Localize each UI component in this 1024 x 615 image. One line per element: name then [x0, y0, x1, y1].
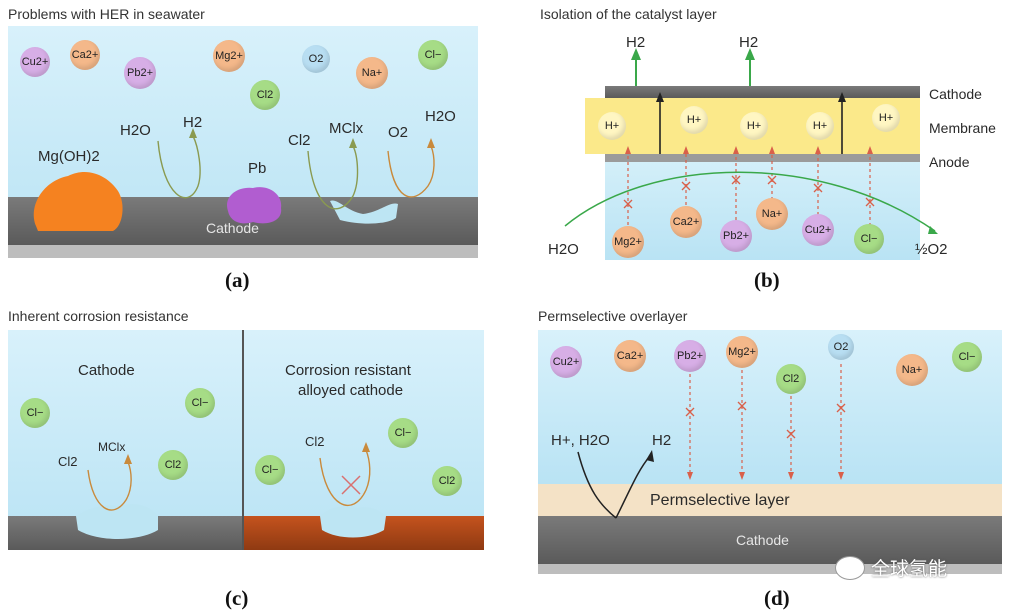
- panel-b-h2-right: H2: [739, 34, 759, 51]
- mgoh2-deposit: [33, 171, 123, 231]
- panel-b-cathode-label: Cathode: [929, 86, 982, 102]
- panel-d-cathode-label: Cathode: [736, 532, 789, 548]
- panel-c-title: Inherent corrosion resistance: [8, 308, 189, 324]
- panel-d-ion-mg: Mg2+: [726, 336, 758, 368]
- panel-d-layer-label: Permselective layer: [650, 492, 790, 509]
- panel-a-graphics: [33, 128, 435, 231]
- o2-h2o-arrow: [387, 145, 435, 198]
- panel-b-ion-ca: Ca2+: [670, 206, 702, 238]
- panel-b-proton-3: H+: [740, 112, 768, 140]
- panel-a-title: Problems with HER in seawater: [8, 6, 205, 22]
- panel-c-left-title: Cathode: [78, 362, 135, 379]
- panel-d-ion-na: Na+: [896, 354, 928, 386]
- panel-a-ion-pb: Pb2+: [124, 57, 156, 89]
- panel-a-ion-cu: Cu2+: [20, 47, 50, 77]
- panel-a-ion-ca: Ca2+: [70, 40, 100, 70]
- panel-a-h2o2-label: H2O: [425, 108, 456, 125]
- panel-d-ion-cl2: Cl2: [776, 364, 806, 394]
- panel-a-ion-mg: Mg2+: [213, 40, 245, 72]
- panel-b-graphics: [564, 48, 938, 234]
- panel-c-ion-cl-3: Cl−: [388, 418, 418, 448]
- panel-d-graphics: [577, 364, 846, 519]
- wechat-icon: [835, 555, 865, 580]
- panel-b-label: (b): [754, 268, 780, 292]
- panel-b-proton-4: H+: [806, 112, 834, 140]
- panel-a-cl2-label: Cl2: [288, 132, 311, 149]
- panel-b-ion-pb: Pb2+: [720, 220, 752, 252]
- panel-a-o2-label: O2: [388, 124, 409, 141]
- panel-a-cathode-base: [8, 245, 478, 258]
- panel-a-ion-cl2: Cl2: [250, 80, 280, 110]
- panel-d-product: H2: [652, 432, 672, 449]
- panel-b-ion-cu: Cu2+: [802, 214, 834, 246]
- panel-c-ion-cl2-left: Cl2: [158, 450, 188, 480]
- panel-a-mclx-label: MClx: [329, 120, 364, 137]
- panel-a-h2o-label: H2O: [120, 122, 151, 139]
- panel-a-mgoh2-label: Mg(OH)2: [38, 148, 100, 165]
- watermark: 全球氢能: [835, 554, 947, 581]
- panel-b-anode-label: Anode: [929, 154, 970, 170]
- panel-b-title: Isolation of the catalyst layer: [540, 6, 717, 22]
- panel-d-ion-cu: Cu2+: [550, 346, 582, 378]
- panel-c-ion-cl-1: Cl−: [20, 398, 50, 428]
- panel-a-ion-o2: O2: [302, 45, 330, 73]
- panel-c-ion-cl-4: Cl−: [255, 455, 285, 485]
- panel-b-h2o-label: H2O: [548, 241, 579, 258]
- panel-d-ion-ca: Ca2+: [614, 340, 646, 372]
- panel-c-right-title-1: Corrosion resistant: [285, 362, 411, 379]
- panel-c-ion-cl2-right: Cl2: [432, 466, 462, 496]
- panel-d-cathode: [538, 516, 1002, 564]
- panel-b-anode: [605, 154, 920, 162]
- h2o-h2-arrow: [157, 135, 201, 199]
- panel-a-pb-label: Pb: [248, 160, 267, 177]
- panel-d-label: (d): [764, 586, 790, 610]
- panel-b-ion-mg: Mg2+: [612, 226, 644, 258]
- panel-c-cl2-left: Cl2: [58, 454, 78, 469]
- panel-d-ion-o2: O2: [828, 334, 854, 360]
- panel-d-ion-cl: Cl−: [952, 342, 982, 372]
- panel-d-cathode-base: [538, 564, 1002, 574]
- panel-b-proton-1: H+: [598, 112, 626, 140]
- panel-c-graphics: [76, 442, 386, 539]
- pb-deposit: [227, 187, 282, 224]
- panel-c-cl2-right: Cl2: [305, 434, 325, 449]
- panel-a-ion-cl: Cl−: [418, 40, 448, 70]
- panel-c-right-title-2: alloyed cathode: [298, 382, 404, 399]
- panel-b-h2-left: H2: [626, 34, 646, 51]
- panel-d-reactant: H+, H2O: [551, 432, 610, 449]
- panel-a-cathode-label: Cathode: [206, 220, 259, 236]
- panel-b-ion-na: Na+: [756, 198, 788, 230]
- cl2-mclx-arrow: [307, 145, 359, 210]
- panel-b-membrane-label: Membrane: [929, 120, 996, 136]
- panel-b-o2-label: ½O2: [915, 241, 948, 258]
- panel-b-proton-5: H+: [872, 104, 900, 132]
- watermark-text: 全球氢能: [871, 559, 948, 580]
- panel-c-ion-cl-2: Cl−: [185, 388, 215, 418]
- panel-a-label: (a): [225, 268, 250, 292]
- panel-d-title: Permselective overlayer: [538, 308, 688, 324]
- panel-c-label: (c): [225, 586, 249, 610]
- panel-b-proton-2: H+: [680, 106, 708, 134]
- panel-a-ion-na: Na+: [356, 57, 388, 89]
- panel-c-divider: [242, 330, 244, 550]
- pit-left: [330, 200, 398, 224]
- panel-a-h2-label: H2: [183, 114, 203, 131]
- panel-d-ion-pb: Pb2+: [674, 340, 706, 372]
- panel-c-mclx: MClx: [98, 440, 126, 454]
- panel-d-permselective-layer: [538, 484, 1002, 516]
- panel-b-ion-cl: Cl−: [854, 224, 884, 254]
